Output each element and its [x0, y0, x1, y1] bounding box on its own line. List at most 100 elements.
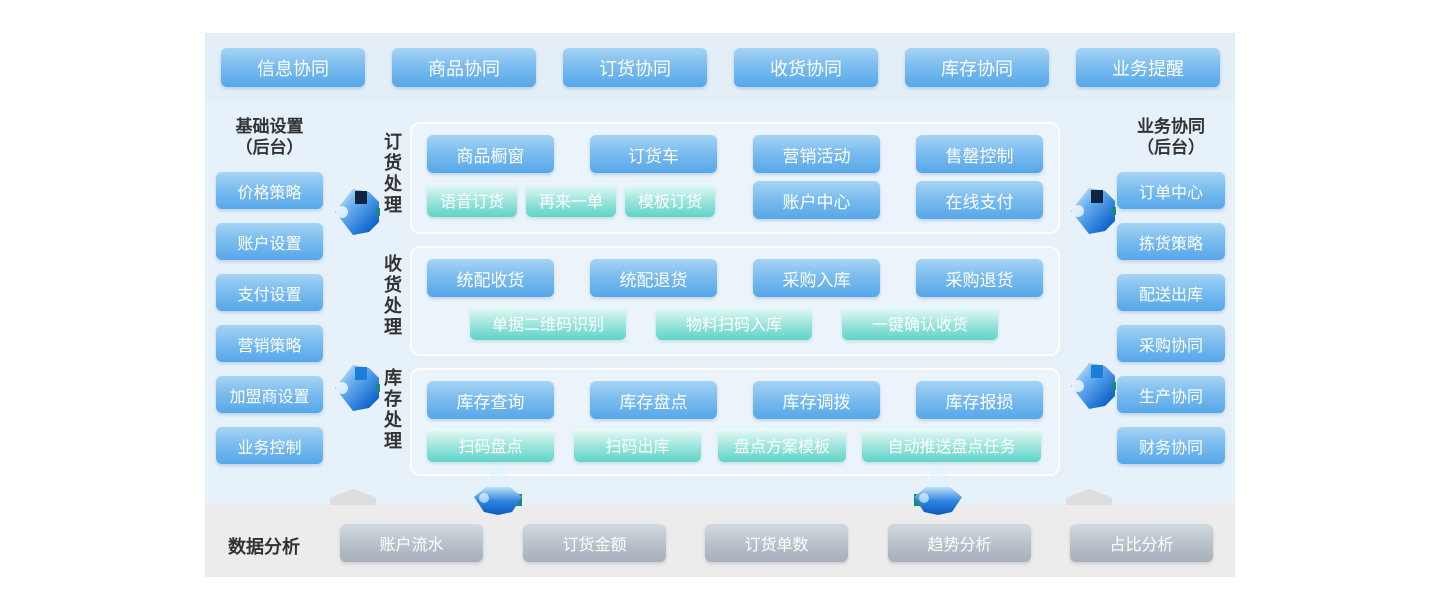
left-panel-title: 基础设置 （后台） [212, 116, 327, 158]
section-label-order-processing: 订货处理 [382, 132, 402, 216]
button-label: 在线支付 [945, 192, 1014, 212]
button-label: 库存调拨 [782, 392, 851, 412]
left-item-marketing-strategy[interactable]: 营销策略 [216, 325, 323, 362]
top-module-business-reminder[interactable]: 业务提醒 [1076, 48, 1220, 87]
button-label: 加盟商设置 [229, 388, 310, 406]
feature-unified-receiving[interactable]: 统配收货 [427, 259, 554, 297]
button-label: 扫码出库 [605, 439, 670, 456]
button-label: 模板订货 [637, 194, 702, 211]
button-label: 一键确认收货 [871, 317, 968, 334]
top-module-info-collab[interactable]: 信息协同 [221, 48, 365, 87]
button-label: 业务控制 [237, 439, 302, 457]
button-label: 占比分析 [1109, 537, 1174, 554]
right-item-purchase-collab[interactable]: 采购协同 [1117, 325, 1225, 362]
right-panel-title-line1: 业务协同 [1137, 117, 1205, 136]
button-label: 账户流水 [379, 537, 444, 554]
feature-soldout-control[interactable]: 售罄控制 [916, 135, 1043, 173]
right-panel-title-line2: （后台） [1137, 138, 1205, 157]
down-arrow-beam [927, 460, 949, 490]
right-item-delivery-outbound[interactable]: 配送出库 [1117, 274, 1225, 311]
button-label: 统配退货 [619, 270, 688, 290]
button-label: 物料扫码入库 [685, 317, 782, 334]
analysis-trend[interactable]: 趋势分析 [888, 524, 1031, 562]
button-label: 订单中心 [1138, 184, 1203, 202]
feature-purchase-return[interactable]: 采购退货 [916, 259, 1043, 297]
button-label: 采购退货 [945, 270, 1014, 290]
button-label: 信息协同 [257, 58, 329, 79]
button-label: 订货车 [628, 146, 679, 166]
button-label: 库存查询 [456, 392, 525, 412]
button-label: 收货协同 [770, 58, 842, 79]
top-module-inventory-collab[interactable]: 库存协同 [905, 48, 1049, 87]
diagram-board [205, 33, 1235, 505]
feature-scan-outbound[interactable]: 扫码出库 [574, 428, 701, 462]
link-arrow-icon [1070, 185, 1116, 237]
top-module-goods-collab[interactable]: 商品协同 [392, 48, 536, 87]
feature-unified-return[interactable]: 统配退货 [590, 259, 717, 297]
button-label: 拣货策略 [1138, 235, 1203, 253]
analysis-proportion[interactable]: 占比分析 [1070, 524, 1213, 562]
analysis-order-amount[interactable]: 订货金额 [523, 524, 666, 562]
top-module-receive-collab[interactable]: 收货协同 [734, 48, 878, 87]
feature-inventory-query[interactable]: 库存查询 [427, 381, 554, 419]
button-label: 采购协同 [1138, 337, 1203, 355]
right-item-finance-collab[interactable]: 财务协同 [1117, 427, 1225, 464]
feature-order-cart[interactable]: 订货车 [590, 135, 717, 173]
feature-inventory-transfer[interactable]: 库存调拨 [753, 381, 880, 419]
feature-material-scan-inbound[interactable]: 物料扫码入库 [656, 306, 812, 340]
button-label: 扫码盘点 [458, 439, 523, 456]
feature-marketing-activity[interactable]: 营销活动 [753, 135, 880, 173]
feature-voice-order[interactable]: 语音订货 [427, 183, 517, 217]
feature-online-payment[interactable]: 在线支付 [916, 181, 1043, 219]
button-label: 库存盘点 [619, 392, 688, 412]
feature-qrcode-doc-recognition[interactable]: 单据二维码识别 [470, 306, 626, 340]
button-label: 库存报损 [945, 392, 1014, 412]
button-label: 支付设置 [237, 286, 302, 304]
left-item-account-settings[interactable]: 账户设置 [216, 223, 323, 260]
button-label: 财务协同 [1138, 439, 1203, 457]
button-label: 账户中心 [782, 192, 851, 212]
down-arrow-icon [472, 486, 524, 516]
section-label-inventory-processing: 库存处理 [382, 368, 402, 452]
down-arrow-icon [912, 486, 964, 516]
button-label: 采购入库 [782, 270, 851, 290]
right-item-picking-strategy[interactable]: 拣货策略 [1117, 223, 1225, 260]
analysis-order-count[interactable]: 订货单数 [705, 524, 848, 562]
feature-reorder[interactable]: 再来一单 [526, 183, 616, 217]
button-label: 生产协同 [1138, 388, 1203, 406]
feature-product-showcase[interactable]: 商品橱窗 [427, 135, 554, 173]
feature-scan-count[interactable]: 扫码盘点 [427, 428, 554, 462]
button-label: 库存协同 [941, 58, 1013, 79]
button-label: 趋势分析 [927, 537, 992, 554]
down-arrow-beam [487, 460, 509, 490]
left-item-franchisee-settings[interactable]: 加盟商设置 [216, 376, 323, 413]
feature-inventory-loss[interactable]: 库存报损 [916, 381, 1043, 419]
button-label: 营销活动 [782, 146, 851, 166]
feature-auto-push-count-task[interactable]: 自动推送盘点任务 [862, 428, 1041, 462]
left-panel-title-line2: （后台） [235, 138, 304, 157]
left-item-business-control[interactable]: 业务控制 [216, 427, 323, 464]
right-item-production-collab[interactable]: 生产协同 [1117, 376, 1225, 413]
feature-account-center[interactable]: 账户中心 [753, 181, 880, 219]
button-label: 语音订货 [439, 194, 504, 211]
right-item-order-center[interactable]: 订单中心 [1117, 172, 1225, 209]
button-label: 统配收货 [456, 270, 525, 290]
feature-one-click-confirm-receiving[interactable]: 一键确认收货 [842, 306, 998, 340]
section-label-receiving-processing: 收货处理 [382, 254, 402, 338]
left-item-payment-settings[interactable]: 支付设置 [216, 274, 323, 311]
feature-template-order[interactable]: 模板订货 [625, 183, 715, 217]
top-module-order-collab[interactable]: 订货协同 [563, 48, 707, 87]
analysis-account-flow[interactable]: 账户流水 [340, 524, 483, 562]
button-label: 订货单数 [744, 537, 809, 554]
link-arrow-icon [334, 362, 380, 414]
button-label: 账户设置 [237, 235, 302, 253]
right-panel-title: 业务协同 （后台） [1115, 116, 1227, 158]
button-label: 业务提醒 [1112, 58, 1184, 79]
feature-purchase-inbound[interactable]: 采购入库 [753, 259, 880, 297]
button-label: 再来一单 [538, 194, 603, 211]
left-item-price-strategy[interactable]: 价格策略 [216, 172, 323, 209]
button-label: 单据二维码识别 [491, 317, 604, 334]
feature-count-plan-template[interactable]: 盘点方案模板 [718, 428, 846, 462]
feature-inventory-count[interactable]: 库存盘点 [590, 381, 717, 419]
